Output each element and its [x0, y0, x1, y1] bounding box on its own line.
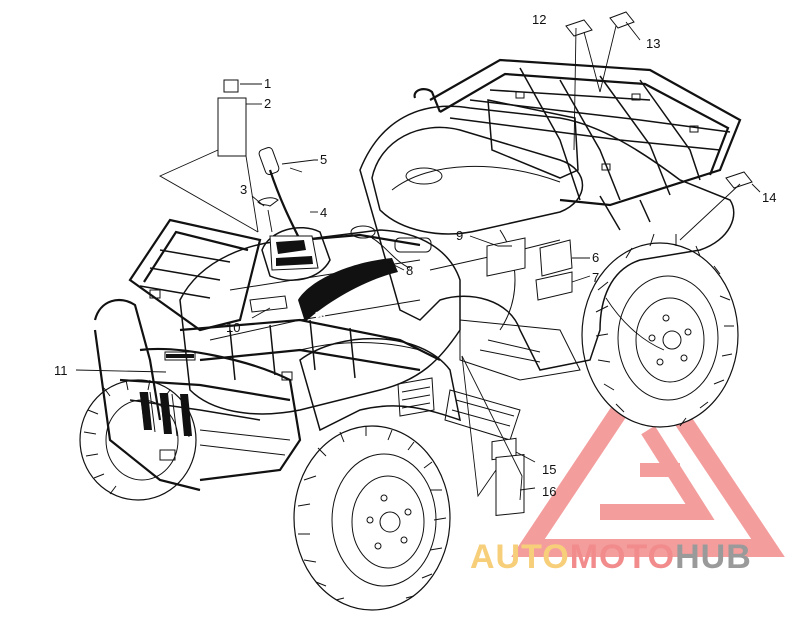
callout-11: 11 [54, 363, 68, 378]
loose-decal-12 [565, 19, 593, 37]
watermark-part-moto: MOTO [569, 538, 676, 576]
rear-right-wheel [581, 233, 739, 428]
decal-model-badge: 700 [486, 237, 526, 277]
loose-decal-3 [257, 197, 279, 207]
callout-13: 13 [646, 36, 660, 51]
callout-12: 12 [532, 12, 546, 27]
watermark-part-auto: AUTO [470, 538, 570, 576]
callout-6: 6 [592, 250, 599, 265]
callout-15: 15 [542, 462, 556, 477]
loose-decal-16 [495, 453, 525, 517]
callout-numbers: 1 2 3 4 5 6 7 8 9 10 11 12 13 14 15 16 [54, 12, 776, 499]
decal-hood-warning [249, 295, 288, 313]
callout-2: 2 [264, 96, 271, 111]
front-left-wheel [79, 379, 197, 501]
callout-7: 7 [592, 270, 599, 285]
callout-1: 1 [264, 76, 271, 91]
callout-5: 5 [320, 152, 327, 167]
loose-decal-2 [217, 97, 247, 157]
callout-14: 14 [762, 190, 776, 205]
callout-9: 9 [456, 228, 463, 243]
front-right-wheel [293, 425, 451, 611]
front-grille [139, 391, 192, 438]
watermark-wordmark: AUTOMOTOHUB [470, 538, 752, 577]
decal-side-panel-lower [535, 271, 573, 301]
side-reflector [397, 377, 435, 417]
leader-lines [75, 21, 761, 501]
callout-3: 3 [240, 182, 247, 197]
watermark-triangle-logo [511, 351, 785, 557]
callout-10: 10 [226, 320, 240, 335]
loose-decal-14 [725, 171, 753, 189]
decal-side-panel-upper [539, 239, 573, 277]
decal-headlight-pod [269, 235, 319, 271]
front-bumper-guard [93, 298, 302, 492]
front-cargo-rack [128, 218, 441, 381]
model-badge-text: 700 [492, 251, 512, 265]
callout-4: 4 [320, 205, 327, 220]
callout-8: 8 [406, 263, 413, 278]
loose-decal-13 [609, 11, 635, 29]
loose-decal-1 [223, 79, 239, 93]
decal-front-bumper [166, 354, 194, 358]
watermark-part-hub: HUB [675, 538, 752, 576]
rear-cargo-rack [413, 58, 742, 231]
callout-16: 16 [542, 484, 556, 499]
